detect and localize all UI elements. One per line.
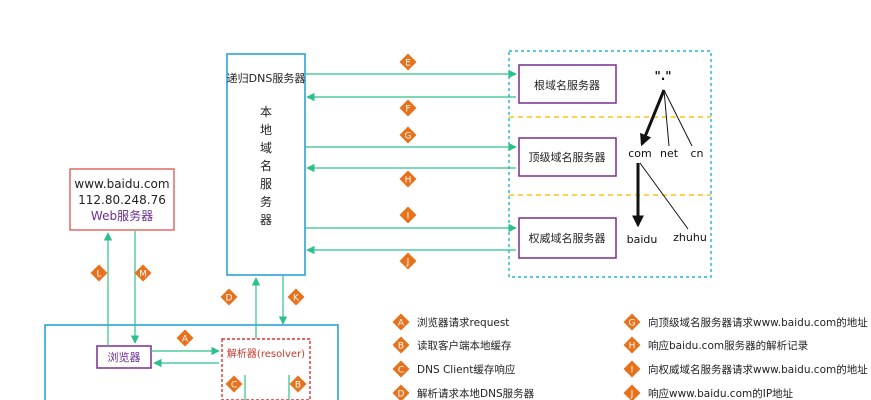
badge-G: G — [399, 126, 417, 144]
svg-text:E: E — [405, 59, 411, 69]
svg-text:D: D — [226, 294, 233, 304]
svg-text:H: H — [629, 342, 636, 352]
svg-text:B: B — [295, 381, 301, 391]
tree-node-cn: cn — [690, 147, 703, 160]
web-server-domain: www.baidu.com — [74, 177, 169, 191]
authoritative-name-server-box: 权威域名服务器 — [518, 217, 617, 259]
svg-text:名: 名 — [260, 158, 272, 173]
legend-item-J: J 响应www.baidu.com的IP地址 — [623, 384, 794, 400]
svg-text:I: I — [631, 366, 634, 376]
resolver-box: 解析器(resolver) — [221, 338, 311, 400]
arrows-dns-authority — [305, 69, 517, 255]
svg-text:向顶级域名服务器请求www.baidu.com的地址: 向顶级域名服务器请求www.baidu.com的地址 — [648, 316, 868, 329]
tree-node-zhuhu: zhuhu — [673, 231, 707, 244]
svg-text:G: G — [629, 319, 636, 329]
arrows-client — [103, 231, 290, 400]
badge-J: J — [399, 252, 417, 270]
svg-text:响应www.baidu.com的IP地址: 响应www.baidu.com的IP地址 — [648, 387, 794, 400]
svg-text:M: M — [139, 270, 147, 280]
badge-F: F — [399, 99, 417, 117]
badge-D: D — [220, 288, 238, 306]
svg-text:向权威域名服务器请求www.baidu.com的地址: 向权威域名服务器请求www.baidu.com的地址 — [648, 363, 868, 376]
tree-root-node: "." — [654, 69, 671, 83]
svg-text:解析请求本地DNS服务器: 解析请求本地DNS服务器 — [417, 387, 535, 400]
authority-region — [508, 50, 712, 278]
svg-text:J: J — [406, 258, 410, 268]
client-box — [44, 324, 339, 400]
svg-text:浏览器: 浏览器 — [108, 350, 141, 364]
badge-H: H — [399, 170, 417, 188]
badge-I: I — [399, 206, 417, 224]
svg-text:L: L — [96, 270, 101, 280]
badge-L: L — [90, 264, 108, 282]
tree-node-baidu: baidu — [627, 233, 658, 246]
web-server-ip: 112.80.248.76 — [78, 193, 166, 207]
legend-right: G 向顶级域名服务器请求www.baidu.com的地址 H 响应baidu.com… — [623, 313, 868, 400]
legend-item-H: H 响应baidu.com服务器的解析记录 — [623, 336, 808, 354]
svg-text:务: 务 — [260, 194, 272, 209]
legend-left: A 浏览器请求request B 读取客户端本地缓存 C DNS Client缓存响应… — [392, 313, 535, 400]
tree-node-net: net — [660, 147, 679, 160]
recursive-dns-label: 递归DNS服务器 — [227, 71, 306, 85]
legend-item-A: A 浏览器请求request — [392, 313, 509, 331]
svg-text:G: G — [405, 132, 412, 142]
legend-item-G: G 向顶级域名服务器请求www.baidu.com的地址 — [623, 313, 868, 331]
badge-E: E — [399, 53, 417, 71]
svg-text:响应baidu.com服务器的解析记录: 响应baidu.com服务器的解析记录 — [648, 339, 808, 352]
svg-text:器: 器 — [260, 213, 272, 227]
svg-text:本: 本 — [260, 105, 272, 119]
web-server-box: www.baidu.com 112.80.248.76 Web服务器 — [69, 168, 175, 231]
legend-item-C: C DNS Client缓存响应 — [392, 360, 516, 378]
legend-item-D: D 解析请求本地DNS服务器 — [392, 384, 535, 400]
tree-node-com: com — [628, 147, 652, 160]
svg-text:解析器(resolver): 解析器(resolver) — [227, 347, 305, 360]
svg-text:DNS Client缓存响应: DNS Client缓存响应 — [417, 363, 516, 376]
svg-text:C: C — [398, 366, 404, 376]
tld-name-server-box: 顶级域名服务器 — [518, 137, 617, 177]
badge-K: K — [287, 288, 305, 306]
svg-text:F: F — [405, 105, 410, 115]
svg-text:服: 服 — [260, 177, 272, 191]
svg-text:I: I — [407, 212, 410, 222]
svg-text:J: J — [630, 390, 634, 400]
svg-text:顶级域名服务器: 顶级域名服务器 — [529, 150, 606, 164]
browser-box: 浏览器 — [96, 345, 152, 369]
local-dns-server-box: 递归DNS服务器 本 地 域 名 服 务 器 — [226, 53, 306, 276]
local-dns-vertical-label: 本 地 域 名 服 务 器 — [260, 105, 272, 227]
dns-tree: "." com net cn baidu zhuhu — [627, 69, 707, 246]
svg-text:C: C — [231, 381, 237, 391]
svg-text:根域名服务器: 根域名服务器 — [534, 78, 600, 92]
svg-text:地: 地 — [260, 123, 272, 137]
web-server-label: Web服务器 — [91, 208, 153, 223]
svg-text:A: A — [182, 335, 189, 345]
svg-text:A: A — [398, 319, 405, 329]
svg-text:D: D — [398, 390, 405, 400]
svg-text:域: 域 — [260, 141, 272, 155]
svg-text:读取客户端本地缓存: 读取客户端本地缓存 — [417, 339, 512, 352]
legend-item-B: B 读取客户端本地缓存 — [392, 336, 512, 354]
badge-A: A — [176, 329, 194, 347]
svg-text:权威域名服务器: 权威域名服务器 — [529, 231, 606, 245]
svg-text:B: B — [398, 342, 404, 352]
svg-text:浏览器请求request: 浏览器请求request — [417, 316, 509, 329]
svg-text:K: K — [293, 294, 300, 304]
svg-text:H: H — [405, 176, 412, 186]
badge-M: M — [134, 264, 152, 282]
root-name-server-box: 根域名服务器 — [518, 64, 617, 104]
legend-item-I: I 向权威域名服务器请求www.baidu.com的地址 — [623, 360, 868, 378]
